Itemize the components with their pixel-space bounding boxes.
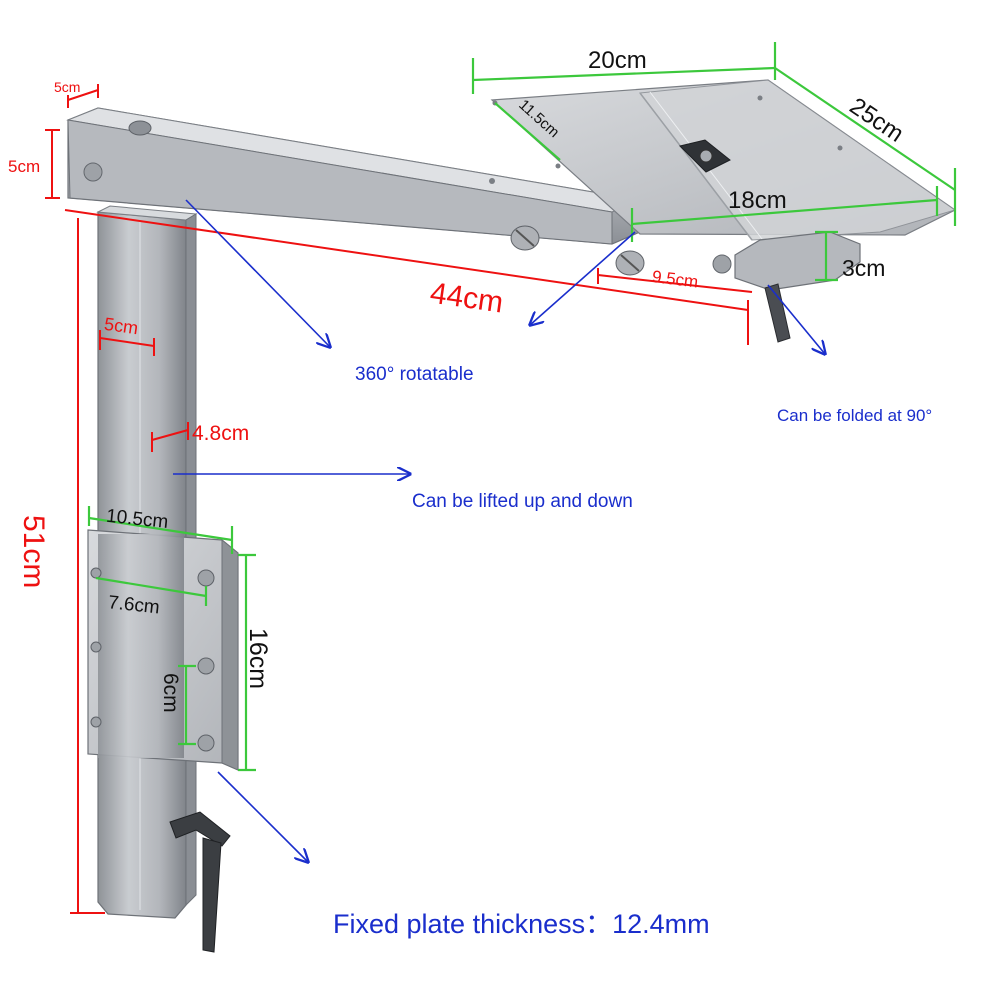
note-liftable: Can be lifted up and down [412,491,633,512]
rotation-knob [128,120,152,136]
arrow-fixed-plate [217,771,308,862]
label-post-height: 51cm [17,515,50,588]
label-rail-offset: 9.5cm [651,267,699,292]
label-post-inner: 4.8cm [192,422,249,445]
label-rail-length: 18cm [728,187,787,214]
label-top-width: 5cm [54,79,80,95]
plate-screw-bottom [197,734,215,752]
bracket-illustration [66,79,957,953]
note-foldable: Can be folded at 90° [777,406,932,425]
label-plate-hole-spacing-v: 6cm [159,673,182,713]
label-post-width: 5cm [103,314,139,339]
green-dimensions [87,42,957,772]
plate-screw-middle [197,657,215,675]
mounting-plate [87,529,239,771]
horizontal-arm [66,107,645,276]
fold-lever [764,283,791,343]
locking-handle [169,811,231,953]
arrow-tray-rotatable [530,231,636,325]
label-rail-height: 3cm [842,255,885,281]
arrow-foldable [767,284,825,354]
arm-screw [83,162,103,182]
label-plate-height: 16cm [244,628,272,689]
note-fixed-plate-thickness: Fixed plate thickness：12.4mm [333,909,710,939]
note-rotatable: 360° rotatable [355,364,474,385]
red-dimensions [45,84,753,914]
plate-screw-top [197,569,215,587]
arrow-rotatable [185,199,330,347]
tray-rail [712,231,861,343]
annotation-arrows [173,199,825,862]
label-tray-width: 20cm [588,47,647,74]
tray-plate [490,79,957,241]
feature-notes: 360° rotatable Can be folded at 90° Can … [333,364,932,939]
label-top-height: 5cm [8,157,40,176]
label-arm-length: 44cm [428,277,505,320]
